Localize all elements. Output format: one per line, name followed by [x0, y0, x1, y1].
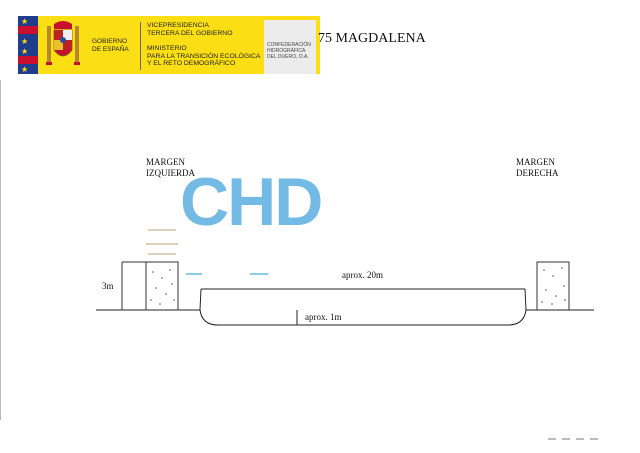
chd-watermark-logo: CHD [180, 164, 323, 240]
watermark-underline [186, 273, 202, 275]
star-icon: ★ [21, 17, 29, 26]
coat-of-arms-icon [46, 21, 80, 65]
riverbed-channel [199, 288, 527, 326]
corner-marks [548, 438, 598, 440]
width-label: aprox. 20m [342, 270, 383, 280]
confederacion-text: CONFEDERACIÓN HIDROGRÁFICA DEL DUERO, O.… [267, 42, 311, 60]
banner-divider [140, 22, 141, 70]
left-bank-vegetation [146, 229, 178, 263]
star-icon: ★ [21, 37, 29, 46]
height-label: 3m [102, 281, 114, 291]
right-bank-stone-texture [541, 267, 566, 305]
depth-label: aprox. 1m [305, 312, 342, 322]
page-edge-line [0, 80, 1, 420]
star-icon: ★ [21, 47, 29, 56]
margen-derecha-label: MARGEN DERECHA [516, 157, 559, 178]
vicepresidencia-text: VICEPRESIDENCIA TERCERA DEL GOBIERNO [147, 22, 233, 37]
margen-izquierda-label: MARGEN IZQUIERDA [146, 157, 195, 178]
left-bank-wall [145, 261, 179, 311]
gobierno-de-espana-text: GOBIERNO DE ESPAÑA [92, 38, 129, 53]
star-icon: ★ [21, 65, 29, 74]
watermark-underline [250, 273, 268, 275]
page-title: 75 MAGDALENA [318, 31, 426, 46]
ministerio-text: MINISTERIO PARA LA TRANSICIÓN ECOLÓGICA … [147, 45, 261, 67]
flag-strip: ★ ★ ★ ★ [18, 16, 38, 74]
left-bank-stone-texture [150, 269, 175, 305]
confederacion-logo-box [264, 20, 316, 74]
